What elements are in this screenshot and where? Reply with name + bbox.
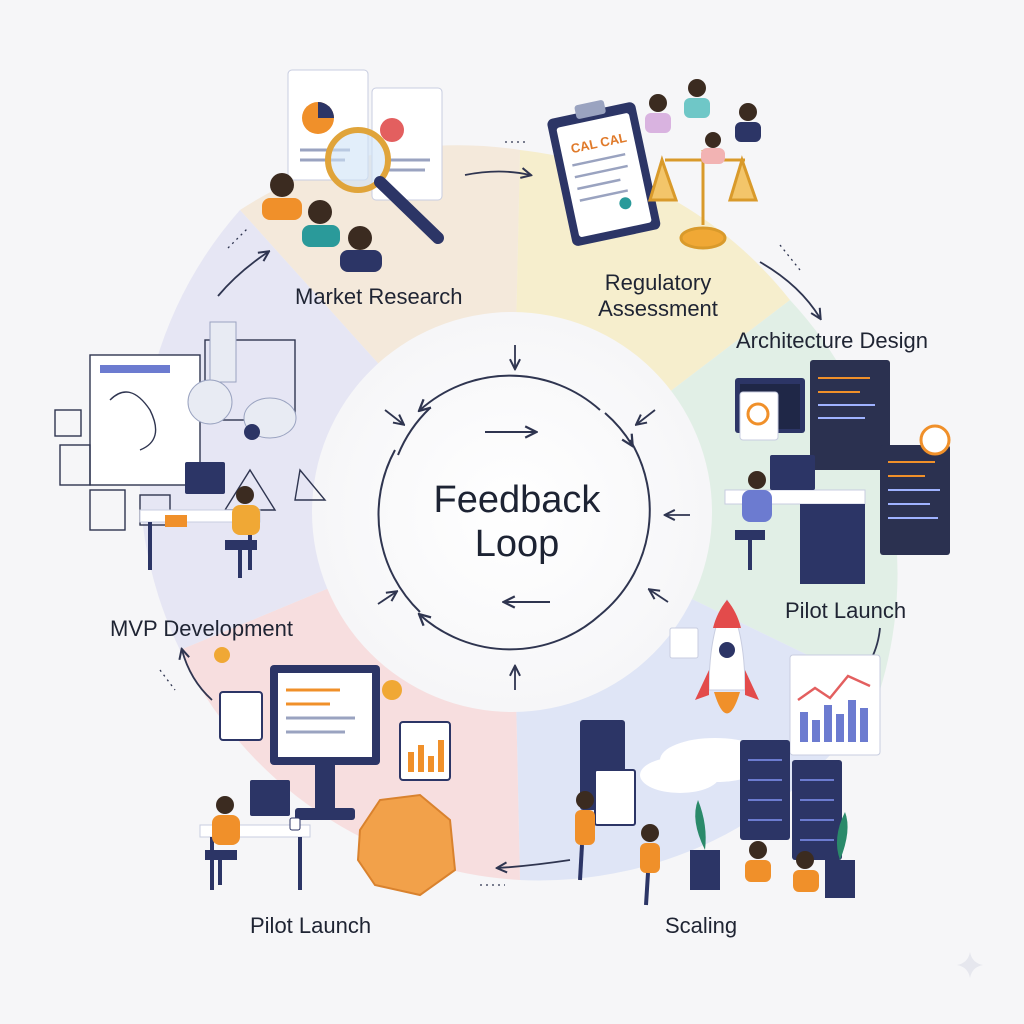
people-icon: [575, 791, 819, 906]
pipe-icon: [187, 321, 297, 440]
sparkle-icon: [957, 952, 983, 978]
regulatory-illustration: CAL CAL: [547, 79, 761, 250]
label-pilot-launch-left: Pilot Launch: [250, 913, 372, 938]
architecture-illustration: [724, 360, 951, 584]
label-pilot-launch-right: Pilot Launch: [785, 598, 907, 623]
market-research-illustration: [262, 69, 444, 272]
wireframe-sketch-icon: [89, 354, 201, 486]
center-title-line1: Feedback: [433, 479, 601, 521]
pilot-launch-illustration: [199, 647, 457, 897]
coin-icon: [214, 647, 230, 663]
center-title-line2: Loop: [474, 523, 560, 565]
plant-icon: [690, 800, 855, 898]
laptop-icon: [185, 462, 225, 494]
label-architecture-design: Architecture Design: [736, 328, 928, 353]
people-icon: [262, 173, 382, 272]
center-title: Feedback Loop: [372, 478, 662, 566]
code-panel-icon: [810, 360, 890, 470]
growth-chart-icon: [789, 654, 881, 756]
label-market-research: Market Research: [295, 284, 463, 309]
clipboard-icon: CAL CAL: [547, 100, 661, 246]
outer-flow-arrows: [159, 141, 881, 886]
gold-rock-icon: [356, 793, 457, 897]
scaling-illustration: [575, 599, 855, 906]
label-scaling: Scaling: [665, 913, 738, 938]
inward-arrows: [377, 345, 690, 690]
label-regulatory-assessment: Regulatory Assessment: [578, 270, 738, 322]
center-ring: [377, 374, 651, 651]
label-mvp-development: MVP Development: [110, 616, 294, 641]
server-rack-icon: [580, 720, 842, 860]
label-regulatory-line2: Assessment: [598, 296, 718, 321]
people-icon: [645, 79, 761, 164]
magnifier-icon: [325, 127, 391, 193]
label-regulatory-line1: Regulatory: [604, 270, 712, 295]
coin-icon: [382, 680, 402, 700]
mvp-illustration: [54, 321, 327, 578]
rocket-icon: [695, 599, 759, 714]
scales-icon: [647, 150, 759, 250]
